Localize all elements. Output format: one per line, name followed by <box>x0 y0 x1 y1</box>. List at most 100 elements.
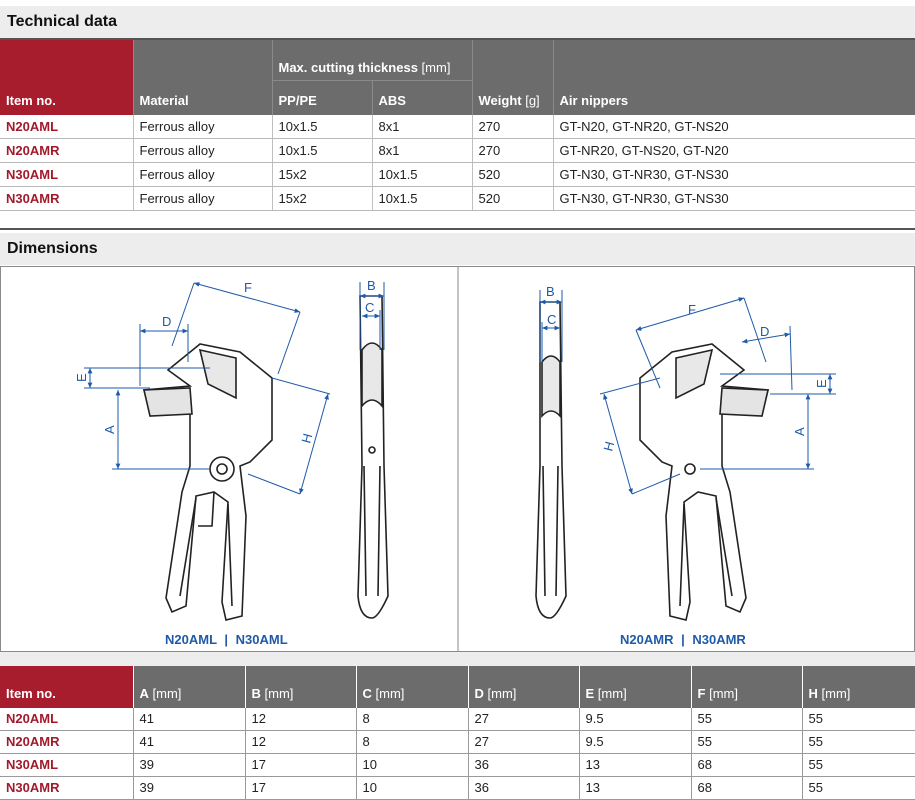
right-dimension-lines <box>539 290 836 495</box>
header-max-cut-label: Max. cutting thickness <box>278 59 418 75</box>
item-no-cell: N30AML <box>0 753 133 777</box>
right-caption: N20AMR | N30AMR <box>620 632 746 647</box>
header-dim-d: D [mm] <box>467 666 579 708</box>
dim-c-cell: 10 <box>355 776 468 800</box>
header-dim-c: C [mm] <box>355 666 468 708</box>
pp-pe-cell: 10x1.5 <box>271 115 372 139</box>
technical-data-title: Technical data <box>0 6 915 38</box>
item-no-cell: N30AML <box>0 162 133 187</box>
dim-d-cell: 27 <box>467 730 579 754</box>
header-pp-pe: PP/PE <box>271 79 372 115</box>
material-cell: Ferrous alloy <box>132 162 272 187</box>
dim-h-cell: 55 <box>801 776 915 800</box>
weight-cell: 520 <box>471 162 553 187</box>
table-row: N20AML Ferrous alloy 10x1.5 8x1 270 GT-N… <box>0 115 915 139</box>
material-cell: Ferrous alloy <box>132 138 272 163</box>
dim-d-cell: 27 <box>467 708 579 731</box>
material-cell: Ferrous alloy <box>132 115 272 139</box>
header-dim-letter: B <box>251 686 261 701</box>
dim-a-cell: 41 <box>132 730 245 754</box>
item-no-cell: N20AMR <box>0 138 133 163</box>
dim-f-cell: 55 <box>690 730 802 754</box>
caption-model-b: N30AMR <box>692 632 746 647</box>
header-dim-letter: C <box>362 686 372 701</box>
dim-a-cell: 39 <box>132 776 245 800</box>
dim-e-cell: 13 <box>578 753 691 777</box>
header-max-cut-unit: [mm] <box>421 59 451 75</box>
dim-h-cell: 55 <box>801 753 915 777</box>
header-dim-unit: [mm] <box>821 686 851 701</box>
dim-a-cell: 41 <box>132 708 245 731</box>
header-dim-letter: D <box>474 686 484 701</box>
air-nippers-cell: GT-N30, GT-NR30, GT-NS30 <box>552 186 915 211</box>
dim-label-a: A <box>792 427 807 436</box>
header-dim-h: H [mm] <box>801 666 915 708</box>
dim-b-cell: 12 <box>244 730 356 754</box>
dim-label-e: E <box>74 373 89 382</box>
dim-label-b: B <box>367 278 376 293</box>
dim-f-cell: 55 <box>690 708 802 731</box>
technical-drawing: F D E A H B C <box>0 266 915 652</box>
header-dim-letter: F <box>697 686 706 701</box>
dim-label-d: D <box>162 314 171 329</box>
header-weight-unit: [g] <box>525 93 540 108</box>
header-dim-letter: A <box>139 686 149 701</box>
header-dim-f: F [mm] <box>690 666 802 708</box>
section-divider <box>0 38 915 40</box>
dim-e-cell: 9.5 <box>578 730 691 754</box>
right-gripper-front-view <box>535 301 567 619</box>
dim-f-cell: 68 <box>690 753 802 777</box>
item-no-cell: N20AML <box>0 708 133 731</box>
dim-e-cell: 13 <box>578 776 691 800</box>
dim-c-cell: 8 <box>355 708 468 731</box>
dim-f-cell: 68 <box>690 776 802 800</box>
header-dim-letter: H <box>808 686 818 701</box>
dim-d-cell: 36 <box>467 776 579 800</box>
header-dim-unit: [mm] <box>487 686 517 701</box>
air-nippers-cell: GT-NR20, GT-NS20, GT-N20 <box>552 138 915 163</box>
table-row: N20AMR 41 12 8 27 9.5 55 55 <box>0 730 915 754</box>
abs-cell: 8x1 <box>371 138 472 163</box>
dim-label-h: H <box>298 432 315 445</box>
item-no-cell: N20AML <box>0 115 133 139</box>
header-dim-unit: [mm] <box>375 686 405 701</box>
header-max-cutting-thickness: Max. cutting thickness [mm] <box>271 40 472 80</box>
dim-label-b: B <box>546 284 555 299</box>
dim-b-cell: 12 <box>244 708 356 731</box>
header-dim-letter: E <box>585 686 595 701</box>
caption-model-a: N20AMR <box>620 632 674 647</box>
air-nippers-cell: GT-N30, GT-NR30, GT-NS30 <box>552 162 915 187</box>
header-dim-b: B [mm] <box>244 666 356 708</box>
abs-cell: 10x1.5 <box>371 186 472 211</box>
table-row: N30AML Ferrous alloy 15x2 10x1.5 520 GT-… <box>0 162 915 187</box>
table-row: N30AML 39 17 10 36 13 68 55 <box>0 753 915 777</box>
table-row: N30AMR Ferrous alloy 15x2 10x1.5 520 GT-… <box>0 186 915 211</box>
material-cell: Ferrous alloy <box>132 186 272 211</box>
header-dim-unit: [mm] <box>152 686 182 701</box>
dim-label-f: F <box>688 302 696 317</box>
dimension-drawings: F D E A H B C <box>0 266 915 652</box>
table-spacer <box>0 652 915 666</box>
header-weight: Weight [g] <box>471 40 553 115</box>
dim-label-d: D <box>760 324 769 339</box>
header-air-nippers: Air nippers <box>552 40 915 115</box>
pp-pe-cell: 10x1.5 <box>271 138 372 163</box>
abs-cell: 10x1.5 <box>371 162 472 187</box>
dim-d-cell: 36 <box>467 753 579 777</box>
abs-cell: 8x1 <box>371 115 472 139</box>
caption-model-b: N30AML <box>235 632 288 647</box>
header-dim-unit: [mm] <box>709 686 738 701</box>
item-no-cell: N20AMR <box>0 730 133 754</box>
weight-cell: 270 <box>471 115 553 139</box>
dim-b-cell: 17 <box>244 753 356 777</box>
section-divider <box>0 228 915 230</box>
dim-b-cell: 17 <box>244 776 356 800</box>
header-abs: ABS <box>371 79 472 115</box>
header-item-no: Item no. <box>0 666 133 708</box>
table-row: N20AML 41 12 8 27 9.5 55 55 <box>0 708 915 731</box>
header-item-no: Item no. <box>0 40 133 115</box>
left-dimension-lines <box>84 282 385 495</box>
pp-pe-cell: 15x2 <box>271 162 372 187</box>
caption-separator: | <box>224 632 229 647</box>
dim-label-c: C <box>547 312 556 327</box>
